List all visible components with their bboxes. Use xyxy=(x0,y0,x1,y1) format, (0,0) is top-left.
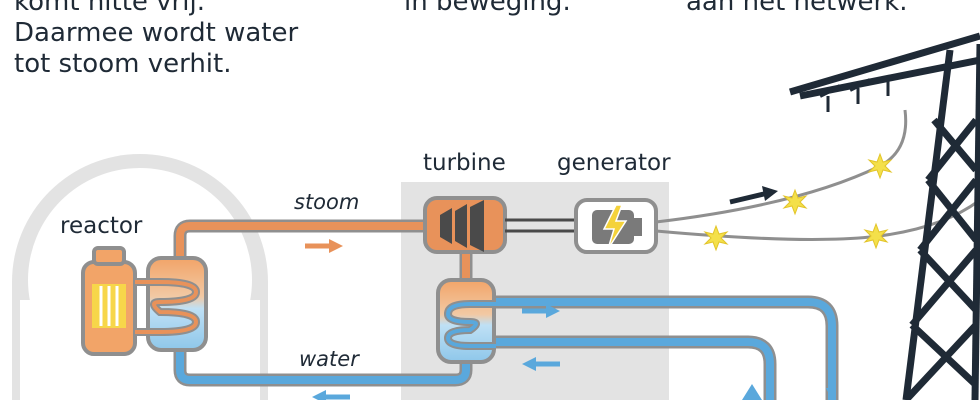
spark-icon xyxy=(867,152,893,180)
reactor-label: reactor xyxy=(60,213,143,239)
steam-label: stoom xyxy=(294,190,360,214)
turbine-label: turbine xyxy=(423,150,506,176)
water-flow-arrow-left xyxy=(312,390,350,400)
turbine xyxy=(423,196,507,254)
lightning-icon xyxy=(602,204,628,250)
cooling-flow-arrow-right xyxy=(522,304,560,318)
water-label: water xyxy=(299,347,359,371)
arrow-icon xyxy=(729,186,778,205)
steam-pipe xyxy=(173,219,473,295)
steam-generator-vessel xyxy=(135,256,208,352)
intro-line-1: komt hitte vrij. xyxy=(14,0,205,17)
turbine-shaft xyxy=(505,218,576,233)
spark-icon xyxy=(863,222,889,250)
generator xyxy=(574,198,658,254)
intro-line-3: tot stoom verhit. xyxy=(14,49,232,79)
flow-arrows xyxy=(305,239,836,400)
reactor-core xyxy=(81,246,137,356)
generator-label: generator xyxy=(557,150,671,176)
transmission-tower xyxy=(789,32,980,400)
intro-line-2: Daarmee wordt water xyxy=(14,18,299,48)
cooling-flow-arrow-left xyxy=(522,357,560,371)
reactor-building xyxy=(12,154,268,400)
intro-text-col1: komt hitte vrij. Daarmee wordt water tot… xyxy=(14,0,298,80)
intro-text-col2: in beweging. xyxy=(404,0,571,17)
cooling-water-pipe xyxy=(488,295,839,400)
spark-icon xyxy=(703,224,729,252)
spark-icons xyxy=(703,152,893,252)
cooling-flow-arrow-up xyxy=(742,384,762,400)
intro-text-col3: aan het netwerk. xyxy=(686,0,908,17)
condenser-vessel xyxy=(436,278,496,364)
cooling-flow-arrow-down xyxy=(826,388,836,398)
spark-icon xyxy=(782,188,808,216)
water-pipe xyxy=(173,333,473,387)
steam-flow-arrow xyxy=(305,239,343,253)
